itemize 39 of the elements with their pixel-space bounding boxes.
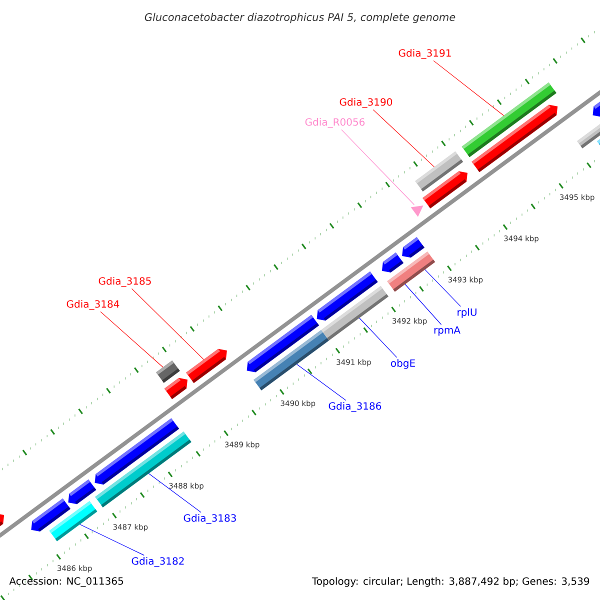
gene-label: Gdia_3190 xyxy=(340,98,392,108)
gene-feature xyxy=(186,348,227,384)
gene-feature xyxy=(462,82,556,158)
gene-feature xyxy=(49,501,98,542)
gene-feature xyxy=(592,102,600,117)
gene-feature xyxy=(156,360,180,383)
gene-feature xyxy=(382,252,404,273)
gene-label: Gdia_3184 xyxy=(66,300,120,310)
gene-label: Gdia_3191 xyxy=(398,49,451,59)
leader-line xyxy=(424,269,461,307)
gene-feature xyxy=(164,378,188,400)
leader-line xyxy=(341,129,415,206)
leader-line xyxy=(433,60,504,116)
gene-label: Gdia_3186 xyxy=(328,402,382,412)
gene-label: Gdia_3185 xyxy=(98,277,151,287)
gene-feature xyxy=(402,237,424,258)
gene-feature xyxy=(254,330,329,390)
gene-label: Gdia_3183 xyxy=(184,514,236,524)
gene-feature xyxy=(577,124,600,148)
gene-feature xyxy=(321,286,388,340)
title: Gluconacetobacter diazotrophicus PAI 5, complete genome xyxy=(144,12,456,24)
gene-label: rpmA xyxy=(434,326,460,336)
footer-text: Accession: NC_011365 xyxy=(9,577,124,587)
gene-label: rplU xyxy=(458,308,476,318)
gene-feature xyxy=(597,139,600,146)
leader-line xyxy=(80,524,144,556)
leader-line xyxy=(372,109,435,168)
gene-label: obgE xyxy=(390,359,415,369)
gene-marker xyxy=(410,206,424,217)
gene-label: Gdia_3182 xyxy=(132,557,184,567)
leader-line xyxy=(100,311,164,368)
gene-feature xyxy=(68,479,96,504)
leader-line xyxy=(404,284,442,325)
gene-feature xyxy=(415,151,464,192)
gene-label: Gdia_R0056 xyxy=(305,118,365,128)
leader-line xyxy=(148,473,202,513)
gene-feature xyxy=(0,514,4,526)
footer-text: Topology: circular; Length: 3,887,492 bp; Genes: 3,539 xyxy=(312,577,590,587)
leader-line xyxy=(131,288,204,360)
